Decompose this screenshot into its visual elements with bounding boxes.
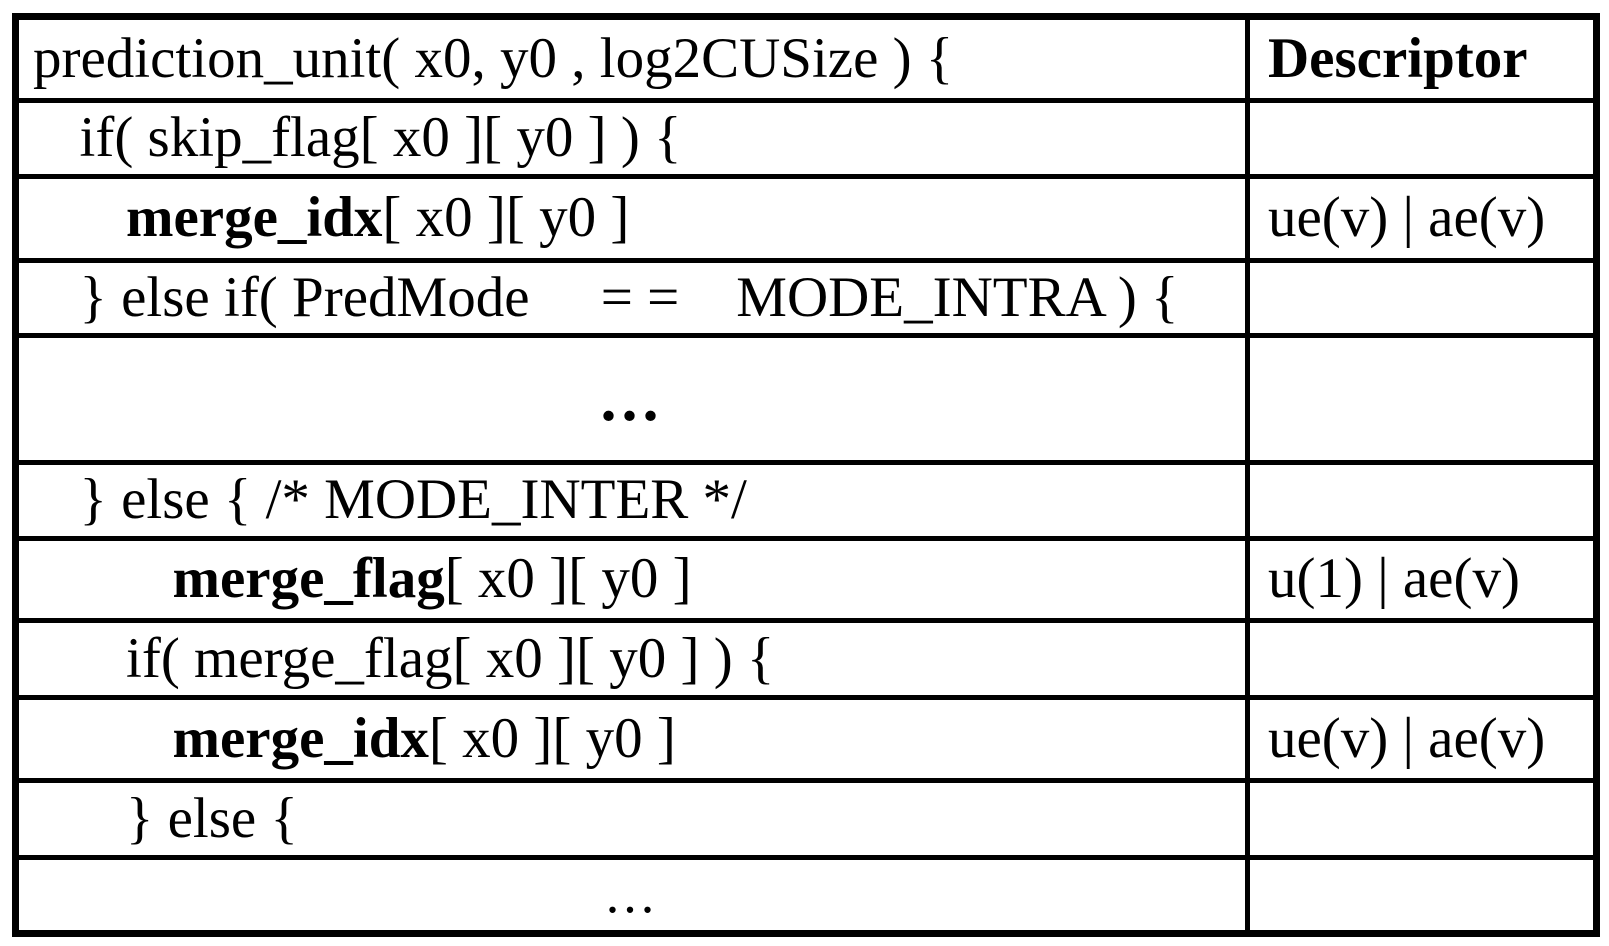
table-row: ... xyxy=(19,855,1593,930)
syntax-element-name: merge_flag xyxy=(172,547,445,611)
descriptor-cell xyxy=(1250,103,1593,174)
syntax-cell: } else { /* MODE_INTER */ xyxy=(19,465,1250,536)
table-row: prediction_unit( x0, y0 , log2CUSize ) {… xyxy=(19,20,1593,98)
syntax-text: } else { xyxy=(126,786,298,850)
table-row: merge_flag[ x0 ][ y0 ] u(1) | ae(v) xyxy=(19,536,1593,618)
syntax-text: [ x0 ][ y0 ] xyxy=(382,186,630,250)
syntax-cell: } else if( PredMode = = MODE_INTRA ) { xyxy=(19,263,1250,333)
table-row: } else if( PredMode = = MODE_INTRA ) { xyxy=(19,258,1593,333)
descriptor-cell xyxy=(1250,623,1593,695)
descriptor-cell: ue(v) | ae(v) xyxy=(1268,186,1546,250)
syntax-element-name: merge_idx xyxy=(172,706,429,770)
table-row: } else { xyxy=(19,778,1593,855)
syntax-cell: ... xyxy=(19,338,1250,460)
syntax-cell: } else { xyxy=(19,783,1250,855)
table-row: } else { /* MODE_INTER */ xyxy=(19,460,1593,536)
syntax-element-name: ... xyxy=(600,362,664,434)
descriptor-cell: u(1) | ae(v) xyxy=(1268,547,1520,611)
syntax-text: [ x0 ][ y0 ] xyxy=(428,706,676,770)
descriptor-cell xyxy=(1250,263,1593,333)
prediction-unit-syntax-table: prediction_unit( x0, y0 , log2CUSize ) {… xyxy=(12,13,1600,937)
syntax-text: } else { /* MODE_INTER */ xyxy=(79,468,747,532)
syntax-cell: merge_idx[ x0 ][ y0 ] xyxy=(19,700,1250,778)
table-row: merge_idx[ x0 ][ y0 ] ue(v) | ae(v) xyxy=(19,174,1593,258)
syntax-cell: if( skip_flag[ x0 ][ y0 ] ) { xyxy=(19,103,1250,174)
descriptor-cell xyxy=(1250,338,1593,460)
descriptor-column-header: Descriptor xyxy=(1268,26,1528,90)
descriptor-cell xyxy=(1250,465,1593,536)
syntax-text: ... xyxy=(605,864,659,925)
syntax-element-name: merge_idx xyxy=(126,186,383,250)
syntax-cell: if( merge_flag[ x0 ][ y0 ] ) { xyxy=(19,623,1250,695)
syntax-cell: merge_flag[ x0 ][ y0 ] xyxy=(19,541,1250,618)
syntax-cell: prediction_unit( x0, y0 , log2CUSize ) { xyxy=(19,20,1250,98)
table-row: if( merge_flag[ x0 ][ y0 ] ) { xyxy=(19,618,1593,695)
descriptor-cell xyxy=(1250,783,1593,855)
syntax-text: [ x0 ][ y0 ] xyxy=(444,547,692,611)
syntax-cell: ... xyxy=(19,860,1250,930)
table-row: merge_idx[ x0 ][ y0 ] ue(v) | ae(v) xyxy=(19,695,1593,778)
table-row: ... xyxy=(19,333,1593,460)
syntax-text: if( merge_flag[ x0 ][ y0 ] ) { xyxy=(126,626,775,690)
table-row: if( skip_flag[ x0 ][ y0 ] ) { xyxy=(19,98,1593,174)
syntax-text: } else if( PredMode = = MODE_INTRA ) { xyxy=(79,265,1179,329)
descriptor-cell xyxy=(1250,860,1593,930)
syntax-text: prediction_unit( x0, y0 , log2CUSize ) { xyxy=(33,26,954,90)
syntax-text: if( skip_flag[ x0 ][ y0 ] ) { xyxy=(79,106,682,170)
descriptor-cell: ue(v) | ae(v) xyxy=(1268,706,1546,770)
syntax-cell: merge_idx[ x0 ][ y0 ] xyxy=(19,179,1250,258)
